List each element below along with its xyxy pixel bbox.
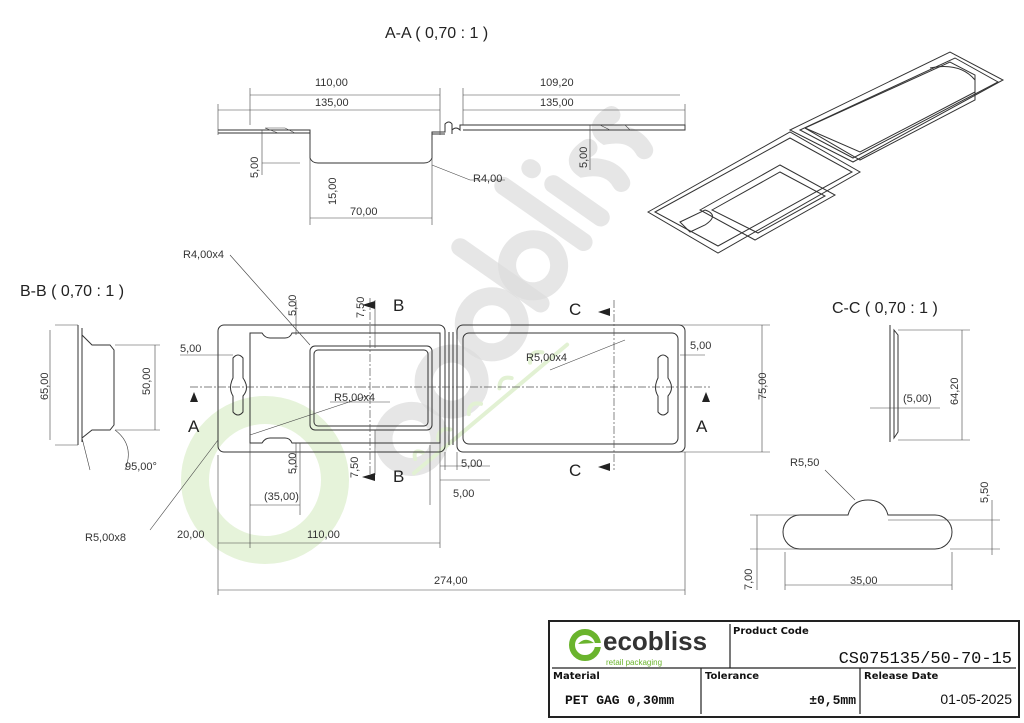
dim-plan-750-bottom: 7,50 (349, 457, 361, 478)
section-marker-a-right: A (696, 417, 708, 436)
section-marker-c-top: C (569, 300, 581, 319)
tolerance-value: ±0,5mm (809, 693, 856, 708)
dim-aa-5-right: 5,00 (578, 147, 590, 168)
section-marker-b-bottom: B (393, 467, 404, 486)
dim-plan-5-left: 5,00 (180, 343, 201, 355)
dim-plan-5-right: 5,00 (690, 340, 711, 352)
hang-hole-detail: R5,50 5,50 7,00 35,00 (743, 457, 1000, 590)
watermark-logo-ring (181, 396, 349, 564)
dim-plan-274: 274,00 (434, 575, 468, 587)
dim-aa-135-right: 135,00 (540, 97, 574, 109)
tolerance-label: Tolerance (705, 671, 759, 682)
section-marker-c-bottom: C (569, 461, 581, 480)
dim-aa-70: 70,00 (350, 206, 378, 218)
section-marker-b-top: B (393, 296, 404, 315)
section-cc-view: 64,20 (5,00) (870, 325, 970, 442)
dim-plan-110: 110,00 (307, 529, 340, 541)
dim-plan-20: 20,00 (177, 529, 205, 541)
material-label: Material (553, 671, 600, 682)
dim-plan-750-top: 7,50 (355, 297, 367, 318)
dim-plan-r5x4-left: R5,00x4 (334, 392, 375, 404)
dim-aa-135-left: 135,00 (315, 97, 349, 109)
title-block: ecobliss retail packaging Product Code C… (548, 620, 1020, 718)
dim-hole-7: 7,00 (743, 569, 755, 590)
section-bb-view: 65,00 50,00 95,00° (39, 324, 160, 473)
dim-plan-hinge-5-b: 5,00 (453, 488, 474, 500)
isometric-3d-view (646, 51, 1005, 254)
dim-hole-55: 5,50 (979, 482, 991, 503)
product-code-label: Product Code (733, 626, 809, 637)
dim-hole-35: 35,00 (850, 575, 878, 587)
dim-cc-64: 64,20 (949, 377, 961, 405)
dim-plan-r5x8: R5,00x8 (85, 532, 126, 544)
logo-tagline: retail packaging (606, 658, 662, 667)
release-date-label: Release Date (864, 671, 938, 682)
section-title-cc: C-C ( 0,70 : 1 ) (832, 300, 938, 317)
logo-brand: ecobliss (603, 626, 707, 656)
section-aa-view: 110,00 135,00 109,20 135,00 5,00 15,00 7… (217, 77, 686, 225)
dim-cc-5: (5,00) (903, 393, 932, 405)
section-marker-a-left: A (188, 417, 200, 436)
dim-aa-15: 15,00 (327, 177, 339, 205)
section-title-bb: B-B ( 0,70 : 1 ) (20, 283, 124, 300)
dim-hole-r55: R5,50 (790, 457, 819, 469)
dim-plan-5-top: 5,00 (287, 295, 299, 316)
dim-aa-109: 109,20 (540, 77, 574, 89)
dim-plan-35: (35,00) (264, 491, 299, 503)
plan-view: R4,00x4 R5,00x4 R5,00x4 R5,00x8 5,00 7,5… (85, 249, 770, 595)
dim-plan-75: 75,00 (757, 372, 769, 400)
section-title-aa: A-A ( 0,70 : 1 ) (385, 25, 488, 42)
ecobliss-logo: ecobliss retail packaging (569, 626, 707, 667)
dim-plan-r4x4: R4,00x4 (183, 249, 224, 261)
dim-plan-hinge-5-a: 5,00 (461, 458, 482, 470)
dim-aa-110: 110,00 (315, 77, 348, 89)
watermark-brand-shape (374, 106, 654, 476)
dim-bb-angle: 95,00° (125, 461, 157, 473)
dim-bb-65: 65,00 (39, 372, 51, 400)
dim-aa-5-left: 5,00 (249, 157, 261, 178)
dim-plan-r5x4-right: R5,00x4 (526, 352, 567, 364)
material-value: PET GAG 0,30mm (565, 693, 674, 708)
dim-aa-r4: R4,00 (473, 173, 502, 185)
product-code-value: CS075135/50-70-15 (839, 650, 1012, 669)
release-date-value: 01-05-2025 (940, 691, 1012, 707)
dim-bb-50: 50,00 (141, 367, 153, 395)
dim-plan-5-bottom: 5,00 (287, 453, 299, 474)
